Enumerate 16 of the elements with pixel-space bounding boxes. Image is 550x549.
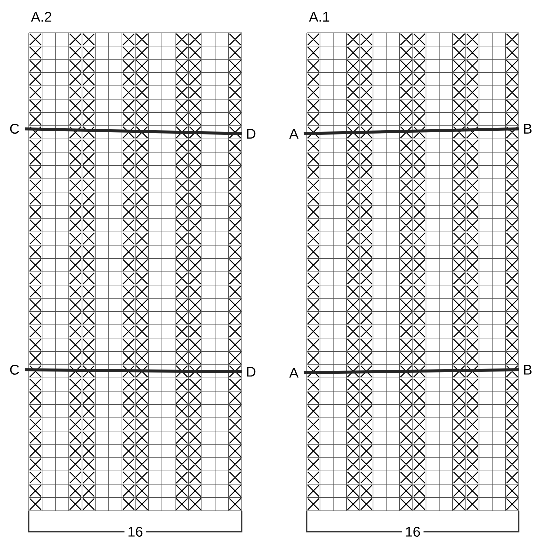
row-line [24, 128, 242, 136]
row-line [304, 368, 520, 374]
stitch-count: 16 [402, 524, 424, 540]
stitch-count: 16 [124, 524, 146, 540]
row-marker: C [10, 365, 20, 375]
row-marker: B [524, 365, 532, 375]
row-marker: D [247, 129, 256, 139]
row-line [25, 368, 242, 374]
row-marker: D [247, 367, 256, 377]
row-line [304, 128, 520, 136]
chart-title: A.1 [309, 12, 330, 22]
row-marker: A [290, 129, 299, 139]
row-marker: C [10, 124, 20, 134]
row-marker: B [524, 124, 532, 134]
row-marker: A [290, 368, 299, 378]
chart-title: A.2 [31, 12, 52, 22]
